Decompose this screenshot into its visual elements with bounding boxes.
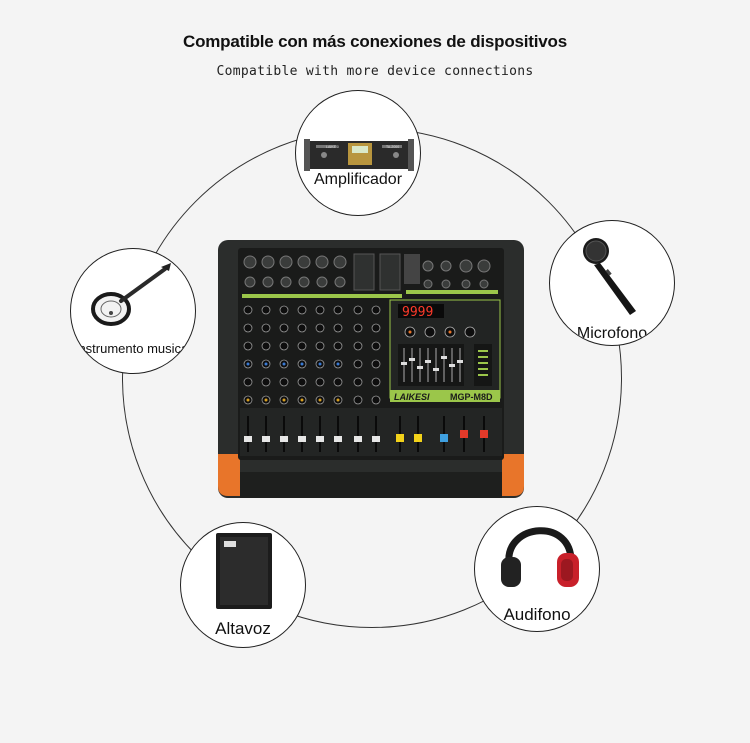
audio-mixer: 9999 LAIKESI MGP-M8D (218, 240, 524, 498)
device-speaker: Altavoz (180, 522, 306, 648)
instrument-label: Instrumento musical (74, 341, 192, 356)
amp-brand-text: LAIKESI (326, 145, 339, 149)
page-subtitle: Compatible with more device connections (216, 64, 534, 79)
mixer-model-text: MGP-M8D (450, 392, 493, 402)
microphone-label: Microfono (576, 325, 648, 342)
device-headphones: Audifono (474, 506, 600, 632)
speaker-icon (216, 533, 272, 609)
device-instrument: Instrumento musical (70, 248, 196, 374)
mixer-brand-text: LAIKESI (394, 392, 430, 402)
amplifier-label: Amplificador (313, 171, 403, 188)
banjo-icon (91, 263, 171, 326)
headphones-label: Audifono (503, 605, 571, 624)
amp-model-text: TA-2000 (386, 145, 399, 149)
page-title: Compatible con más conexiones de disposi… (183, 32, 567, 51)
amplifier-icon: LAIKESI TA-2000 (304, 139, 414, 171)
device-amplifier: LAIKESI TA-2000 Amplificador (295, 90, 421, 216)
device-microphone: Microfono (549, 220, 675, 346)
mixer-display-digits: 9999 (402, 305, 433, 320)
microphone-icon (583, 238, 636, 315)
headphones-icon (501, 527, 579, 587)
speaker-label: Altavoz (215, 619, 271, 638)
